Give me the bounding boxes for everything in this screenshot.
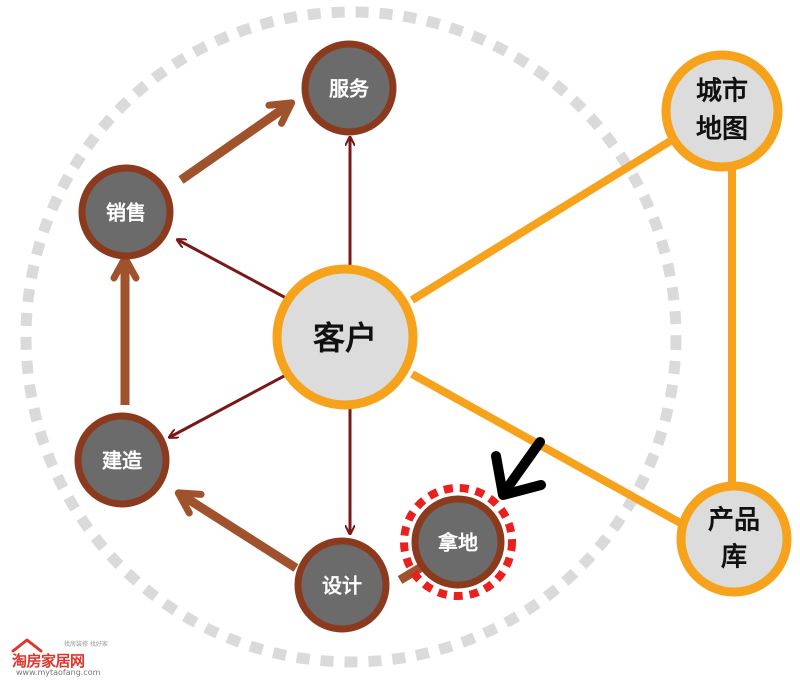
arrow-customer-to-construction (170, 373, 287, 437)
customer-circle (272, 264, 418, 410)
arrow-customer-to-sales (178, 240, 287, 300)
sales-node[interactable]: 销售 (78, 164, 174, 260)
watermark-brand: 淘房家居网 (12, 652, 85, 670)
city-map-node[interactable]: 城市 地图 (661, 50, 783, 172)
construction-circle (74, 412, 170, 508)
arrow-sales-to-service (178, 99, 296, 184)
construction-label: 建造 (102, 449, 143, 473)
service-label: 服务 (329, 77, 370, 101)
sales-label: 销售 (106, 201, 146, 225)
service-node[interactable]: 服务 (301, 40, 397, 136)
product-library-circle (676, 481, 792, 597)
product-library-node[interactable]: 产品 库 (676, 481, 792, 597)
design-circle (294, 537, 390, 633)
link-customer-product-library (410, 370, 686, 529)
design-node[interactable]: 设计 (294, 537, 390, 633)
pointer-arrow-icon (491, 437, 546, 500)
land-acquisition-circle (411, 495, 505, 589)
link-customer-city-map (409, 136, 675, 304)
product-library-label-line1: 产品 (708, 506, 760, 536)
city-map-circle (661, 50, 783, 172)
land-acquisition-label: 拿地 (437, 531, 478, 555)
product-library-label-line2: 库 (721, 543, 747, 573)
customer-node[interactable]: 客户 (272, 264, 418, 410)
sales-circle (78, 164, 174, 260)
land-acquisition-node[interactable]: 拿地 (400, 484, 516, 600)
watermark-url: www.mytaofang.com (16, 668, 101, 677)
construction-node[interactable]: 建造 (74, 412, 170, 508)
customer-label: 客户 (313, 319, 377, 357)
highlight-dashed-ring (400, 484, 516, 600)
watermark: 淘房家居网 找房装修 找好家 www.mytaofang.com (10, 637, 190, 677)
dotted-cycle-ring (20, 6, 682, 668)
watermark-tagline: 找房装修 找好家 (64, 641, 108, 648)
service-circle (301, 40, 397, 136)
city-map-label-line2: 地图 (696, 115, 748, 145)
arrow-design-to-construction (174, 489, 299, 572)
design-label: 设计 (322, 574, 362, 598)
city-map-label-line1: 城市 (696, 76, 748, 107)
house-logo-icon (11, 638, 43, 653)
link-land-to-design (397, 564, 423, 584)
